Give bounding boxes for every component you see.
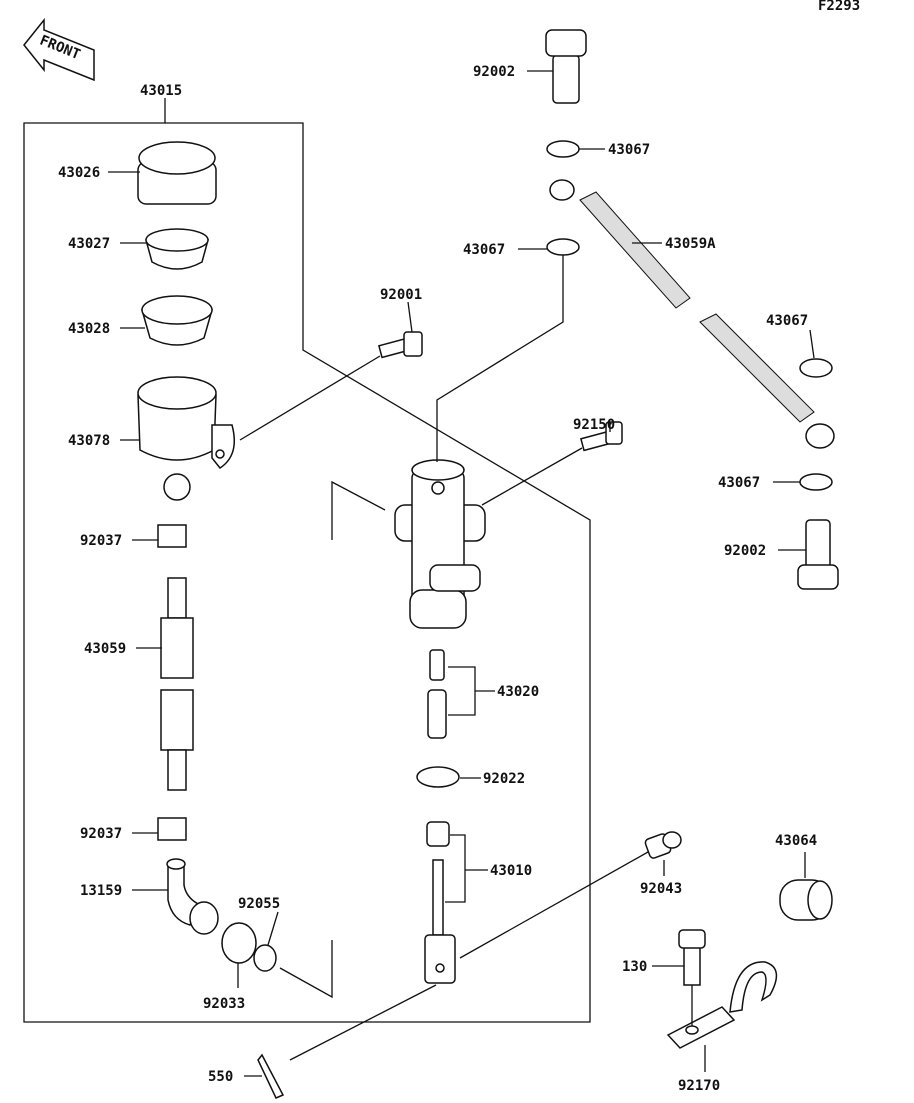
label-43020: 43020	[497, 684, 539, 700]
hose	[160, 577, 194, 791]
piston	[427, 689, 447, 739]
label-43067-2: 43067	[463, 242, 505, 258]
label-43067-3: 43067	[766, 313, 808, 329]
label-43027: 43027	[68, 236, 110, 252]
clamp-lower	[157, 817, 187, 841]
damper	[779, 879, 833, 921]
label-43026: 43026	[58, 165, 100, 181]
cotter-pin	[257, 1053, 285, 1099]
circlip	[221, 922, 257, 964]
label-92002-bottom: 92002	[724, 543, 766, 559]
part-labels: 43015 43026 43027 43028 43078 92037 4305…	[58, 64, 817, 1094]
label-130: 130	[622, 959, 647, 975]
label-92022: 92022	[483, 771, 525, 787]
diaphragm	[141, 295, 213, 346]
washer-1	[546, 140, 580, 158]
banjo-bolt-top	[545, 29, 587, 104]
o-ring	[253, 944, 277, 972]
label-43015: 43015	[140, 83, 182, 99]
reservoir-bolt	[378, 331, 423, 359]
label-92170: 92170	[678, 1078, 720, 1094]
label-43067-1: 43067	[608, 142, 650, 158]
washer-4	[799, 473, 833, 491]
pin	[644, 831, 682, 859]
clamp-upper	[157, 524, 187, 548]
label-43064: 43064	[775, 833, 817, 849]
label-43059: 43059	[84, 641, 126, 657]
banjo-bolt-bottom	[797, 519, 839, 590]
washer-2	[546, 238, 580, 256]
master-cylinder	[394, 459, 486, 629]
washer-3	[799, 358, 833, 378]
figure-code: F2293	[818, 0, 860, 14]
reservoir-cap	[137, 141, 217, 205]
label-43059a: 43059A	[665, 236, 716, 252]
leader-lines	[108, 70, 815, 1077]
label-92037: 92037	[80, 533, 122, 549]
snap-ring	[416, 766, 460, 788]
label-92043: 92043	[640, 881, 682, 897]
boot	[426, 821, 450, 847]
bracket	[666, 961, 778, 1049]
label-92002: 92002	[473, 64, 515, 80]
brake-hose	[549, 179, 835, 449]
bolt-130	[678, 929, 706, 986]
label-92037-lower: 92037	[80, 826, 122, 842]
reservoir	[137, 376, 235, 501]
assembly-frames	[23, 98, 591, 1023]
piston-spring	[429, 649, 445, 681]
label-550: 550	[208, 1069, 233, 1085]
plate	[145, 228, 209, 270]
label-92150: 92150	[573, 417, 615, 433]
label-92001: 92001	[380, 287, 422, 303]
label-43078: 43078	[68, 433, 110, 449]
label-43010: 43010	[490, 863, 532, 879]
label-92033: 92033	[203, 996, 245, 1012]
label-43028: 43028	[68, 321, 110, 337]
fitting	[166, 858, 219, 935]
push-rod	[424, 859, 456, 984]
label-13159: 13159	[80, 883, 122, 899]
label-43067-4: 43067	[718, 475, 760, 491]
front-arrow-logo: FRONT	[23, 17, 95, 82]
label-92055: 92055	[238, 896, 280, 912]
